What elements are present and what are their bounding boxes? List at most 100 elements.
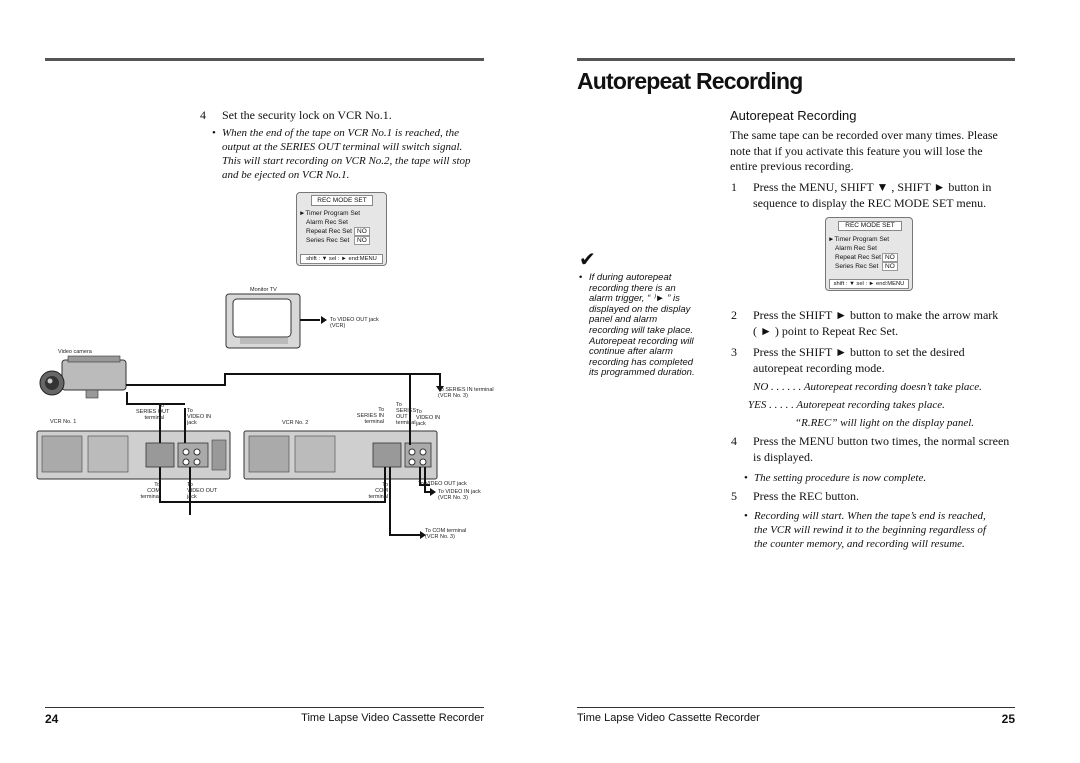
label-line: VIDEO IN <box>187 414 212 420</box>
series-in-2-label: To SERIES IN terminal <box>356 407 384 425</box>
to-video-in-vcr3-label: To VIDEO IN jack (VCR No. 3) <box>438 489 481 501</box>
side-note-line: recording has completed <box>589 356 694 368</box>
com-1-label: To COM terminal <box>138 482 160 500</box>
com-2-label: To COM terminal <box>366 482 388 500</box>
label-line: To VIDEO OUT jack <box>330 317 379 323</box>
label-line: terminal <box>144 415 164 421</box>
label-line: jack <box>187 420 197 426</box>
menu-item: ►Timer Program Set <box>299 210 361 217</box>
monitor-tv-label: Monitor TV <box>250 287 277 293</box>
cables <box>126 319 441 536</box>
option-yes: YES . . . . . Autorepeat recording takes… <box>748 399 945 411</box>
bullet: • <box>744 472 748 484</box>
label-line: (VCR No. 3) <box>425 534 455 540</box>
video-in-2-label: To VIDEO IN jack <box>416 409 440 427</box>
step-line: Press the SHIFT ► button to make the arr… <box>753 308 999 322</box>
vcr-1-label: VCR No. 1 <box>50 419 77 425</box>
label-line: terminal <box>140 494 160 500</box>
note-line: The setting procedure is now complete. <box>754 472 927 484</box>
side-note-line: displayed on the display <box>589 303 691 315</box>
step-line: sequence to display the REC MODE SET men… <box>753 196 987 210</box>
to-series-in-vcr3-label: To SERIES IN terminal (VCR No. 3) <box>438 387 494 399</box>
step-number: 4 <box>731 434 737 448</box>
video-camera <box>39 355 127 399</box>
video-out-1-label: To VIDEO OUT jack <box>187 482 217 500</box>
label-line: To <box>396 402 402 408</box>
step-text: Set the security lock on VCR No.1. <box>222 108 392 122</box>
menu-value: NO <box>354 227 370 236</box>
rec-mode-set-menu-right: REC MODE SET ►Timer Program Set Alarm Re… <box>825 217 913 291</box>
label-line: (VCR) <box>330 323 346 329</box>
menu-item: Series Rec Set <box>306 237 350 244</box>
menu-item: Alarm Rec Set <box>306 219 348 226</box>
label-line: To VIDEO IN jack <box>438 489 481 495</box>
vcr-2 <box>243 430 438 480</box>
step-line: Press the MENU button two times, the nor… <box>753 434 1010 448</box>
side-note-line: recording there is an <box>589 282 676 294</box>
footer-rule-left <box>45 707 484 708</box>
label-line: terminal <box>396 420 416 426</box>
to-com-vcr3-label: To COM terminal (VCR No. 3) <box>425 528 466 540</box>
note-line: output at the SERIES OUT terminal will s… <box>222 141 463 153</box>
bullet: • <box>212 127 216 139</box>
option-rrec-note: “R.REC” will light on the display panel. <box>795 417 975 429</box>
label-line: To <box>158 403 164 409</box>
label-line: terminal <box>364 419 384 425</box>
page-number-right: 25 <box>1001 712 1015 726</box>
section-title: Autorepeat Recording <box>730 108 857 123</box>
label-line: To SERIES IN terminal <box>438 387 494 393</box>
video-in-1-label: To VIDEO IN jack <box>187 408 211 426</box>
label-line: jack <box>187 494 197 500</box>
connection-diagram: Monitor TV To VIDEO OUT jack (VCR) Video… <box>0 0 540 560</box>
side-note-line: panel and alarm <box>589 314 658 326</box>
step-line: Press the MENU, SHIFT ▼ , SHIFT ► button… <box>753 180 992 194</box>
label-line: (VCR No. 3) <box>438 495 468 501</box>
to-video-out-jack-label: To VIDEO OUT jack <box>418 481 467 487</box>
step-1: 1 Press the MENU, SHIFT ▼ , SHIFT ► butt… <box>731 180 1015 211</box>
step-2: 2 Press the SHIFT ► button to make the a… <box>731 308 1015 339</box>
to-video-out-vcr-label: To VIDEO OUT jack (VCR) <box>330 317 379 329</box>
step-number: 1 <box>731 180 737 194</box>
intro-line: note that if you activate this feature y… <box>730 143 983 158</box>
menu-item: ►Timer Program Set <box>828 236 890 243</box>
label-line: To <box>187 408 193 414</box>
menu-item: Series Rec Set <box>835 263 879 270</box>
vcr-1 <box>36 430 231 480</box>
footer-title-left: Time Lapse Video Cassette Recorder <box>301 712 484 724</box>
menu-value: NO <box>882 253 898 262</box>
label-line: terminal <box>368 494 388 500</box>
note-series-switch: • When the end of the tape on VCR No.1 i… <box>212 126 487 184</box>
top-rule-right <box>577 58 1015 61</box>
page-number-left: 24 <box>45 712 59 726</box>
side-note: • If during autorepeat recording there i… <box>579 272 709 393</box>
menu-item: Alarm Rec Set <box>835 245 877 252</box>
series-out-1-label: To SERIES OUT terminal <box>136 403 169 421</box>
note-line: the counter memory, and recording will r… <box>754 538 965 550</box>
checkmark-icon: ✔ <box>579 247 596 271</box>
step-line: autorepeat recording mode. <box>753 361 885 375</box>
intro-line: entire previous recording. <box>730 159 854 173</box>
label-line: To <box>416 409 422 415</box>
diagram-drawing <box>36 293 444 539</box>
label-line: (VCR No. 3) <box>438 393 468 399</box>
menu-title: REC MODE SET <box>311 195 373 206</box>
step-number: 5 <box>731 489 737 503</box>
menu-value: NO <box>882 262 898 271</box>
step-line: ( ► ) point to Repeat Rec Set. <box>753 324 899 338</box>
label-line: COM <box>375 488 388 494</box>
monitor-tv <box>225 293 301 349</box>
label-line: SERIES IN <box>356 413 384 419</box>
menu-item: Repeat Rec Set <box>835 254 881 261</box>
note-line: This will start recording on VCR No.2, t… <box>222 155 471 167</box>
side-note-line: Autorepeat recording will <box>589 335 694 347</box>
footer-title-right: Time Lapse Video Cassette Recorder <box>577 712 760 724</box>
option-no: NO . . . . . . Autorepeat recording does… <box>753 381 982 393</box>
label-line: To <box>378 407 384 413</box>
video-camera-label: Video camera <box>58 349 92 355</box>
side-note-line: alarm trigger, “ ⁾► ” is <box>589 293 680 305</box>
label-line: To <box>154 482 160 488</box>
step-line: Press the SHIFT ► button to set the desi… <box>753 345 965 359</box>
footer-rule-right <box>577 707 1015 708</box>
menu-footer: shift : ▼ sel : ► end:MENU <box>300 254 383 264</box>
label-line: COM <box>147 488 160 494</box>
